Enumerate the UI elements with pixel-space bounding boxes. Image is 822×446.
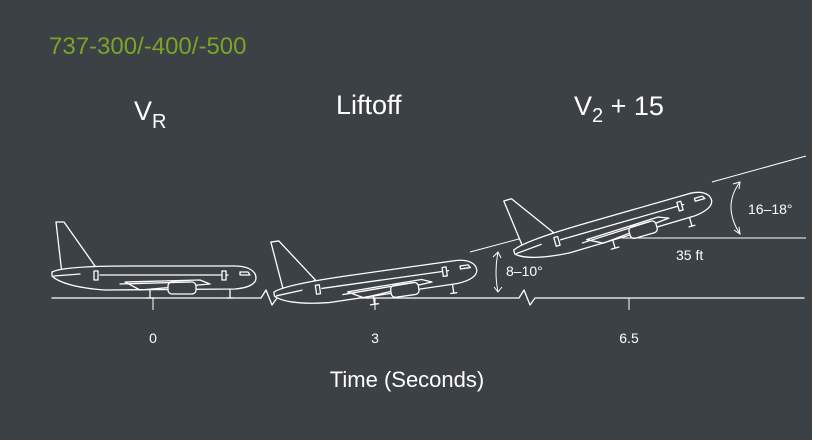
phase-liftoff-label: Liftoff	[336, 90, 402, 120]
airplane-liftoff-icon	[266, 213, 481, 319]
climb-angle-arc	[730, 181, 741, 235]
phase-v2-subscript: 2	[592, 105, 603, 127]
phase-v2-suffix: + 15	[603, 91, 664, 121]
height-label: 35 ft	[676, 247, 703, 263]
time-axis-label: Time (Seconds)	[330, 367, 484, 392]
climb-angle-arrow-top	[732, 181, 741, 190]
phase-v2-main: V	[574, 91, 592, 121]
liftoff-angle-arrow-top	[492, 251, 502, 259]
phase-vr-subscript: R	[152, 111, 166, 133]
airplane-rotation-icon	[51, 221, 257, 299]
phase-v2-label: V2 + 15	[574, 91, 664, 127]
phase-vr-label: VR	[134, 96, 166, 133]
tick-label-0: 0	[149, 330, 157, 346]
time-axis-line	[51, 289, 805, 306]
liftoff-angle-label: 8–10°	[506, 263, 543, 279]
climb-pitch-line	[711, 155, 807, 183]
liftoff-angle-arrow-bottom	[493, 286, 503, 293]
climb-angle-label: 16–18°	[748, 201, 793, 217]
phase-vr-main: V	[134, 96, 152, 126]
tick-label-3: 3	[371, 330, 379, 346]
liftoff-angle-arc	[495, 251, 499, 293]
climb-angle-arrow-bottom	[733, 226, 741, 236]
tick-label-6-5: 6.5	[619, 330, 639, 346]
chart-title: 737-300/-400/-500	[49, 33, 246, 60]
